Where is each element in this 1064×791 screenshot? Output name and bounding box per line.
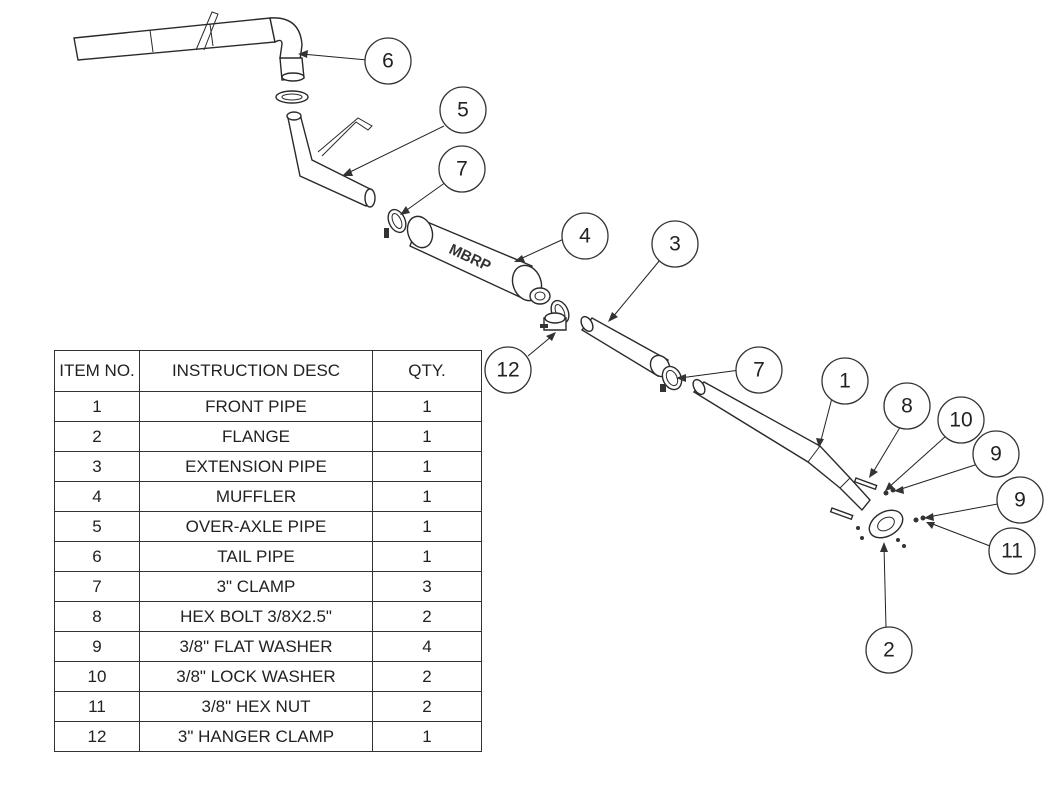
svg-text:7: 7 (753, 359, 765, 382)
svg-text:9: 9 (1014, 489, 1026, 512)
cell-desc: 3" HANGER CLAMP (139, 721, 373, 752)
flange (856, 509, 906, 548)
leader-lines (298, 50, 1004, 629)
cell-item: 4 (54, 481, 140, 512)
cell-desc: 3/8" LOCK WASHER (139, 661, 373, 692)
cell-item: 7 (54, 571, 140, 602)
callout-7-inlet: 7 (438, 145, 486, 193)
callout-4: 4 (561, 212, 609, 260)
cell-desc: FRONT PIPE (139, 391, 373, 422)
cell-qty: 2 (372, 691, 482, 722)
callout-9-lower: 9 (996, 476, 1044, 524)
clamp-extension (660, 365, 683, 392)
cell-desc: EXTENSION PIPE (139, 451, 373, 482)
muffler: MBRP (406, 215, 551, 305)
cell-desc: HEX BOLT 3/8X2.5" (139, 601, 373, 632)
cell-qty: 1 (372, 511, 482, 542)
cell-qty: 3 (372, 571, 482, 602)
callout-11: 11 (988, 527, 1036, 575)
svg-text:10: 10 (949, 409, 972, 432)
svg-text:8: 8 (901, 395, 913, 418)
svg-text:3: 3 (669, 233, 681, 256)
callout-1: 1 (821, 357, 869, 405)
cell-item: 1 (54, 391, 140, 422)
svg-text:11: 11 (1001, 540, 1023, 563)
cell-qty: 4 (372, 631, 482, 662)
extension-pipe (580, 315, 671, 378)
header-description: INSTRUCTION DESC (139, 350, 373, 392)
cell-item: 2 (54, 421, 140, 452)
cell-desc: 3" CLAMP (139, 571, 373, 602)
cell-item: 12 (54, 721, 140, 752)
svg-text:1: 1 (839, 370, 851, 393)
cell-item: 11 (54, 691, 140, 722)
cell-qty: 1 (372, 541, 482, 572)
callout-5: 5 (439, 86, 487, 134)
svg-text:7: 7 (456, 158, 468, 181)
clamp-muffler-inlet (384, 208, 407, 238)
callout-6: 6 (364, 37, 412, 85)
svg-text:4: 4 (579, 225, 591, 248)
cell-qty: 1 (372, 391, 482, 422)
cell-qty: 1 (372, 481, 482, 512)
callout-10: 10 (937, 396, 985, 444)
cell-desc: TAIL PIPE (139, 541, 373, 572)
cell-qty: 1 (372, 721, 482, 752)
over-axle-pipe (286, 111, 376, 208)
cell-item: 8 (54, 601, 140, 632)
callouts: 6 5 7 4 3 12 7 1 (364, 37, 1044, 674)
clamp-upper (275, 90, 309, 104)
callout-2: 2 (865, 626, 913, 674)
callout-9-upper: 9 (972, 430, 1020, 478)
cell-item: 10 (54, 661, 140, 692)
cell-item: 6 (54, 541, 140, 572)
callout-12: 12 (484, 346, 532, 394)
callout-7-extension: 7 (735, 346, 783, 394)
svg-text:2: 2 (883, 639, 895, 662)
svg-text:6: 6 (382, 50, 394, 73)
cell-qty: 2 (372, 601, 482, 632)
svg-text:9: 9 (990, 443, 1002, 466)
cell-item: 9 (54, 631, 140, 662)
svg-text:12: 12 (496, 359, 519, 382)
svg-text:5: 5 (457, 99, 469, 122)
tail-pipe (73, 11, 305, 82)
table-header-row: ITEM NO. INSTRUCTION DESC QTY. (54, 350, 482, 392)
cell-qty: 2 (372, 661, 482, 692)
cell-desc: MUFFLER (139, 481, 373, 512)
hardware (829, 477, 926, 523)
cell-qty: 1 (372, 421, 482, 452)
cell-desc: FLANGE (139, 421, 373, 452)
front-pipe (692, 378, 871, 512)
cell-item: 5 (54, 511, 140, 542)
cell-desc: OVER-AXLE PIPE (139, 511, 373, 542)
callout-8: 8 (883, 382, 931, 430)
hanger-clamp (540, 312, 567, 331)
cell-desc: 3/8" HEX NUT (139, 691, 373, 722)
cell-item: 3 (54, 451, 140, 482)
header-qty: QTY. (372, 350, 482, 392)
callout-3: 3 (651, 220, 699, 268)
cell-desc: 3/8" FLAT WASHER (139, 631, 373, 662)
header-item-no: ITEM NO. (54, 350, 140, 392)
cell-qty: 1 (372, 451, 482, 482)
